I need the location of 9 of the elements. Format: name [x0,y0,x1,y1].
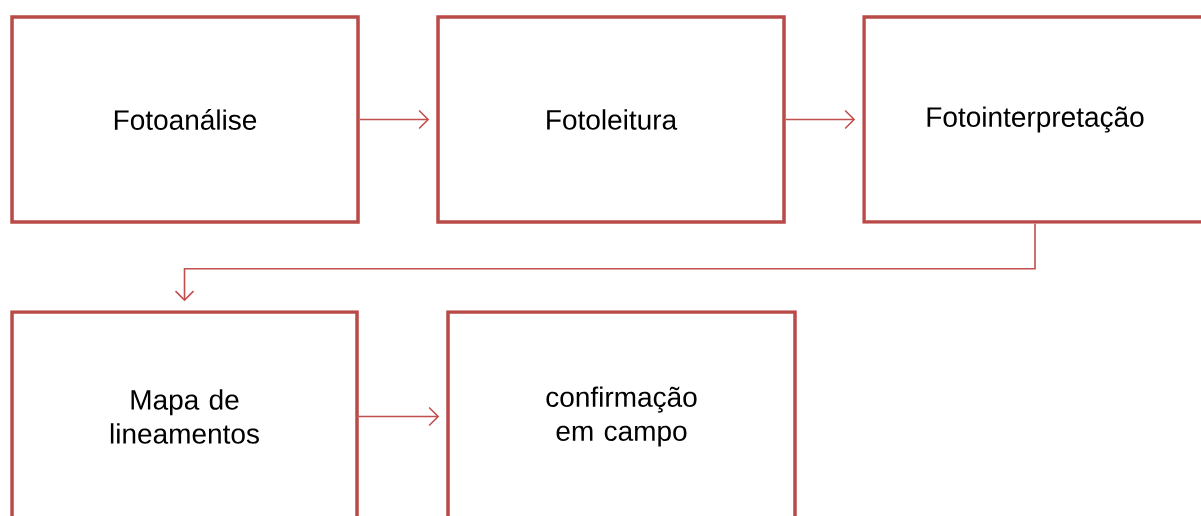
arrow [174,222,1036,302]
process-box: confirmação em campo [446,310,797,516]
arrow [358,109,430,130]
arrow [784,109,856,130]
process-box: Mapa de lineamentos [10,310,359,516]
process-box: Fotoleitura [436,15,786,224]
arrow [357,406,440,427]
process-box: Fotoanálise [10,15,360,224]
process-box: Fotointerpretação [862,15,1201,224]
